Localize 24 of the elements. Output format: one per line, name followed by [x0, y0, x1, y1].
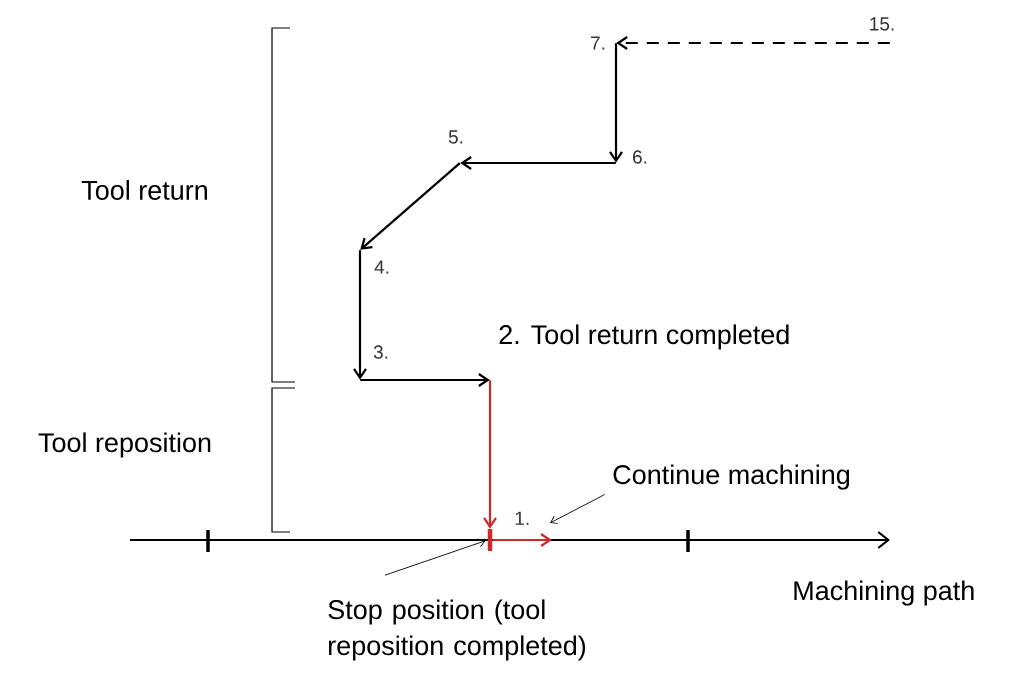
stop-position-mark — [487, 529, 493, 551]
callout-text: Stop position (tool reposition completed) — [328, 599, 586, 661]
callout-text: Continue machining — [613, 464, 850, 490]
point-number: 15. — [870, 17, 894, 31]
point-number: 4. — [374, 260, 389, 274]
section-label: Tool return — [81, 180, 207, 200]
path-arrow — [360, 373, 490, 387]
point-number: 3. — [373, 345, 388, 359]
point-number: 6. — [633, 150, 647, 164]
path-arrow — [360, 162, 461, 250]
point-label: 2. Tool return completed — [499, 324, 789, 350]
path-arrow — [609, 43, 623, 163]
path-arrow — [460, 156, 616, 170]
leader-arrow — [550, 494, 606, 524]
section-label: Machining path — [794, 580, 974, 606]
path-arrow — [353, 250, 367, 380]
dashed-arrow — [616, 36, 890, 50]
point-number: 7. — [591, 36, 605, 50]
path-arrow — [492, 533, 552, 547]
leader-arrow — [384, 538, 486, 576]
point-number: 5. — [448, 130, 463, 144]
section-label: Tool reposition — [38, 432, 211, 458]
edge-label: 1. — [513, 510, 532, 526]
path-arrow — [483, 380, 497, 529]
